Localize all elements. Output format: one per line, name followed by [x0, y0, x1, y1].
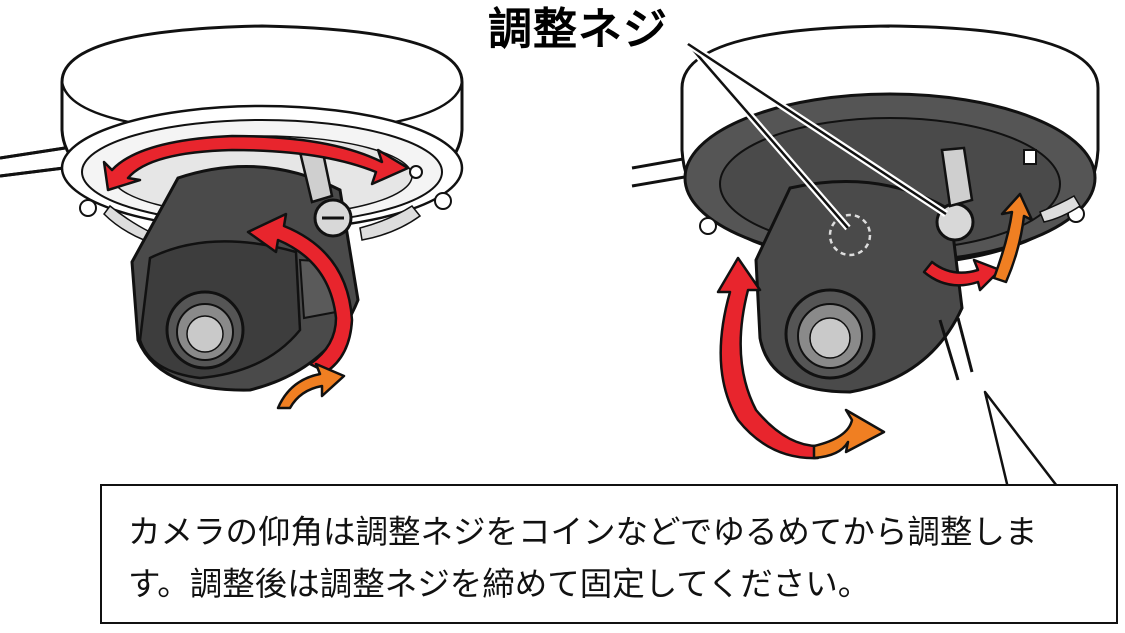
right-arrows	[716, 192, 1034, 460]
left-camera	[0, 24, 464, 410]
screw-callout-lines	[685, 41, 948, 231]
left-arrows	[102, 134, 410, 410]
right-camera	[631, 24, 1100, 460]
caption-pointer	[983, 390, 1061, 491]
caption-text: カメラの仰角は調整ネジをコインなどでゆるめてから調整します。調整後は調整ネジを締…	[128, 513, 1038, 603]
adjustment-screw-label: 調整ネジ	[488, 4, 668, 55]
left-camera-body	[130, 146, 360, 392]
caption-box: カメラの仰角は調整ネジをコインなどでゆるめてから調整します。調整後は調整ネジを締…	[100, 484, 1118, 624]
right-camera-body	[754, 146, 975, 394]
